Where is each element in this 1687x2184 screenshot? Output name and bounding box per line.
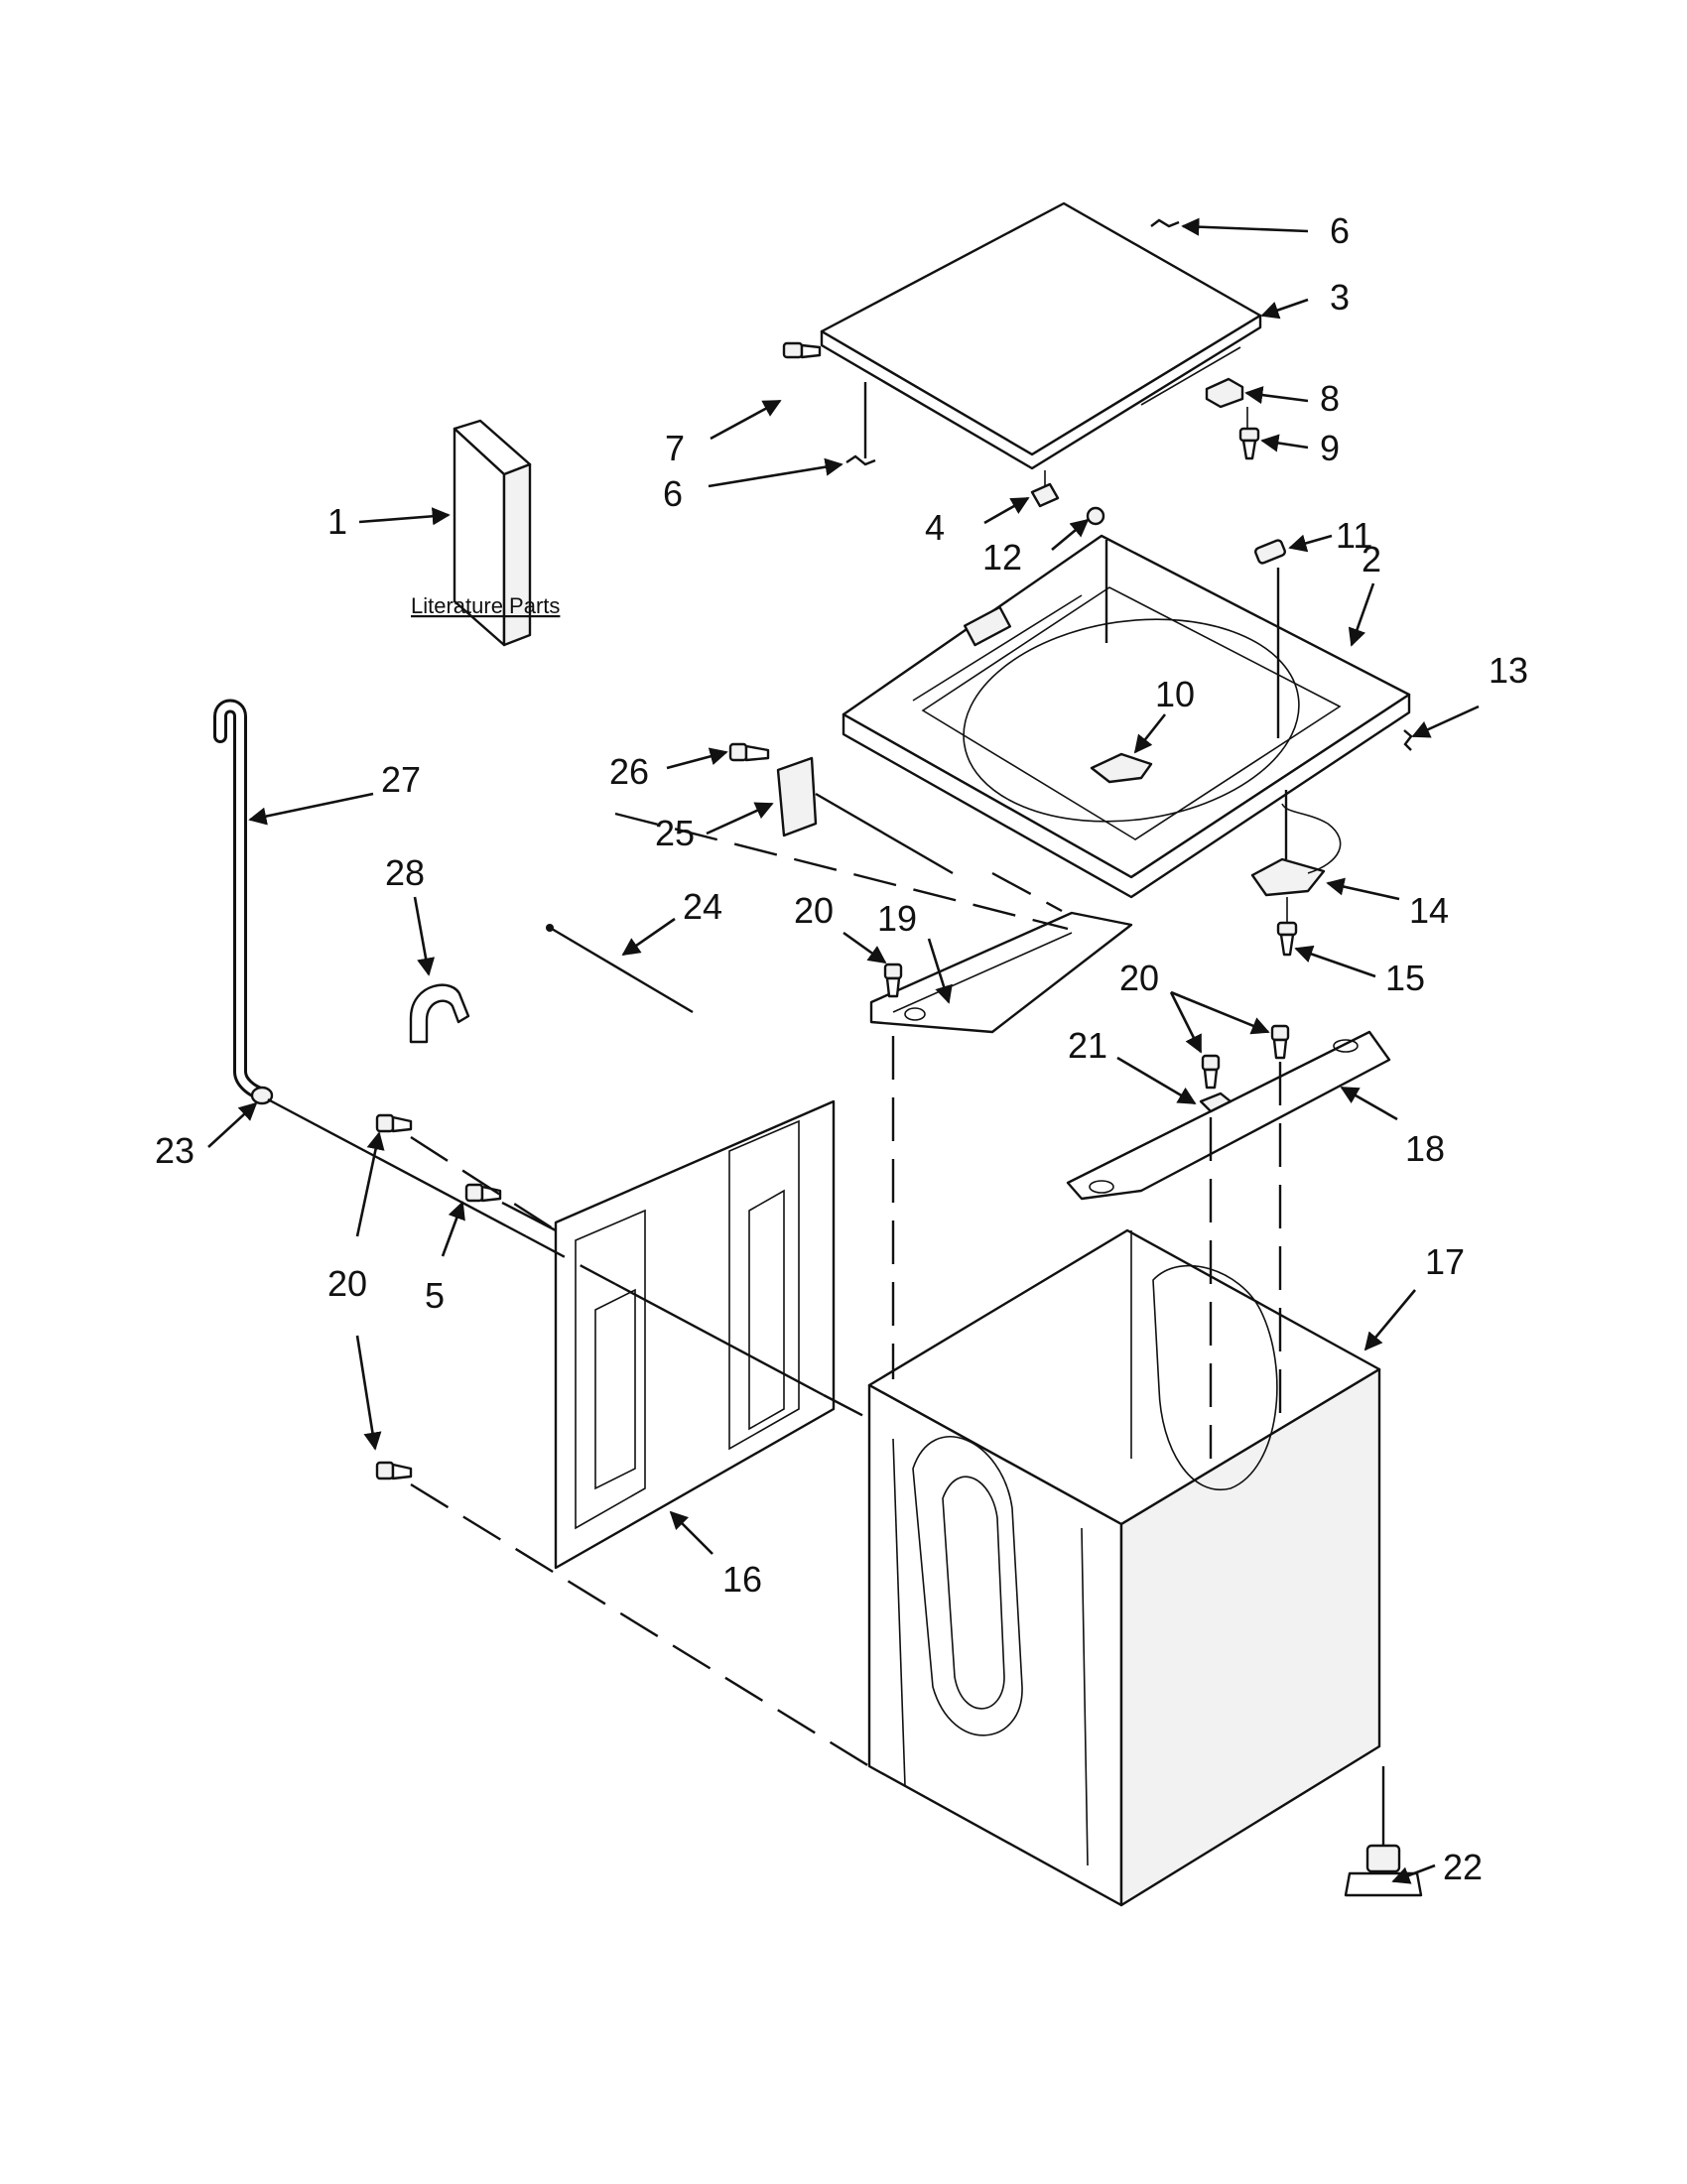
callout-17: 17	[1425, 1241, 1465, 1282]
screw-20-rear-right	[1270, 1024, 1290, 1060]
bracket-25	[776, 756, 954, 875]
callout-22: 22	[1443, 1847, 1483, 1887]
callout-11: 11	[1336, 515, 1372, 556]
callout-20-left: 20	[327, 1263, 367, 1304]
screw-26	[728, 742, 770, 762]
clip-13	[1403, 729, 1413, 751]
callout-23: 23	[155, 1130, 195, 1171]
callout-18: 18	[1405, 1128, 1445, 1169]
screw-9	[1238, 407, 1260, 460]
callout-24: 24	[683, 886, 722, 927]
top-panel	[842, 534, 1411, 899]
callout-19: 19	[877, 898, 917, 939]
callout-9: 9	[1320, 428, 1340, 468]
screw-20-left-bottom	[375, 1461, 413, 1480]
callout-13: 13	[1489, 650, 1528, 691]
leader-arrows	[207, 217, 1480, 1884]
clip-11	[1254, 539, 1286, 738]
callout-3: 3	[1330, 277, 1350, 318]
callout-20-rear: 20	[1119, 958, 1159, 998]
cabinet-17	[867, 1228, 1381, 1907]
rear-panel-16	[554, 1099, 836, 1570]
bumper-4	[1030, 470, 1060, 508]
hose-guide-28	[409, 983, 470, 1044]
lid-lock-8	[1205, 377, 1244, 409]
callout-labels: 6 3 8 9 7 6 1 Literature Parts 4 12 11 2…	[155, 210, 1528, 1887]
callout-12: 12	[982, 537, 1022, 578]
clip-21	[1199, 1092, 1233, 1113]
rod-24	[546, 924, 694, 1014]
literature-parts-label: Literature Parts	[411, 593, 560, 618]
callout-28: 28	[385, 852, 425, 893]
lid-part	[820, 201, 1262, 470]
callout-14: 14	[1409, 890, 1449, 931]
callout-26: 26	[609, 751, 649, 792]
callout-20-front: 20	[794, 890, 834, 931]
hose-clamp-23	[250, 1086, 274, 1105]
callout-6-bottom: 6	[663, 473, 683, 514]
screw-20-rear-left	[1201, 1054, 1221, 1090]
callout-16: 16	[722, 1559, 762, 1600]
hinge-pin-top	[1150, 218, 1180, 228]
fastener-12	[1086, 506, 1105, 526]
callout-27: 27	[381, 759, 421, 800]
callout-6-top: 6	[1330, 210, 1350, 251]
callout-5: 5	[425, 1275, 445, 1316]
callout-15: 15	[1385, 958, 1425, 998]
assembly-lines	[267, 812, 1282, 1768]
front-bracket-19	[869, 871, 1133, 1034]
callout-4: 4	[925, 507, 945, 548]
screw-5	[464, 1183, 502, 1203]
screw-15	[1276, 897, 1298, 957]
agitator-cap-10	[1090, 752, 1153, 784]
callout-25: 25	[655, 813, 695, 853]
callout-21: 21	[1068, 1025, 1107, 1066]
lid-switch-14	[1250, 790, 1342, 897]
callout-10: 10	[1155, 674, 1195, 714]
rear-bracket-18	[1066, 1030, 1391, 1201]
hinge-pin-bottom	[845, 382, 876, 466]
screw-20-front	[883, 963, 903, 998]
callout-7: 7	[665, 428, 685, 468]
drain-hose-27	[213, 699, 267, 1100]
callout-1: 1	[327, 501, 347, 542]
literature-booklet	[453, 419, 532, 647]
callout-2: 2	[1362, 539, 1381, 579]
screw-7	[782, 341, 822, 359]
screw-20-left-top	[375, 1113, 413, 1133]
callout-8: 8	[1320, 378, 1340, 419]
